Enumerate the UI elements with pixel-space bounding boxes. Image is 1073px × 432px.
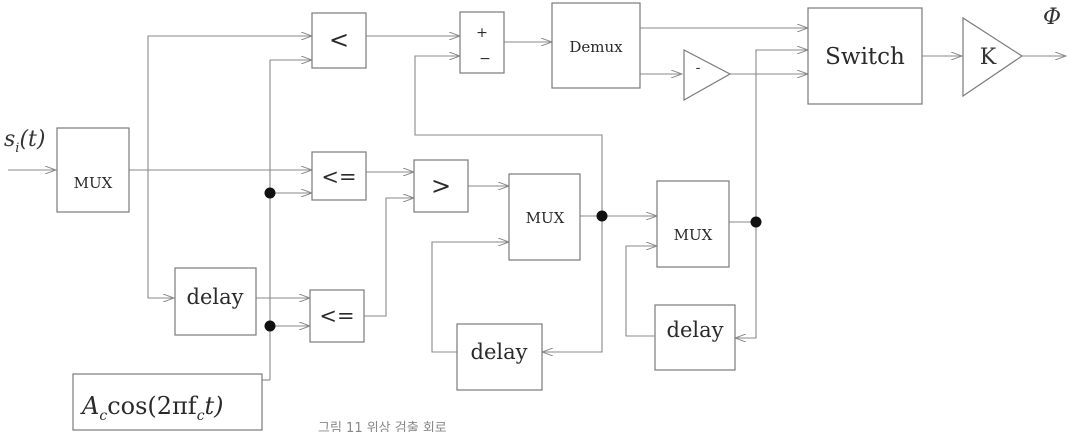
demux-block: Demux (551, 2, 641, 89)
carrier-cos: cos(2πf (107, 392, 199, 420)
le2-comparator-block: <= (309, 289, 365, 343)
gain-k-label: K (980, 45, 997, 70)
delay2-block: delay (456, 323, 543, 391)
wire-mux1-to-delay1 (147, 170, 174, 298)
le1-label: <= (321, 165, 356, 189)
junction-dot (264, 187, 276, 199)
carrier-a-sub: c (99, 408, 107, 424)
junction-dot (750, 216, 762, 228)
carrier-source-block: Accos(2πfct) (72, 373, 263, 431)
delay2-label: delay (471, 340, 528, 364)
carrier-a: A (80, 392, 99, 420)
amp-sign-label: - (696, 60, 701, 76)
mux3-label: MUX (674, 226, 713, 244)
input-sub: i (15, 141, 19, 156)
mux1-block: MUX (56, 127, 130, 213)
le1-comparator-block: <= (311, 151, 367, 201)
delay1-block: delay (174, 267, 257, 336)
mux2-block: MUX (508, 173, 581, 261)
input-arg: (t) (19, 127, 45, 152)
wire-mux2-to-delay2 (542, 216, 603, 352)
wire-delay2-to-mux2 (431, 242, 509, 353)
output-phi-label: Φ (1043, 5, 1061, 30)
mux2-label: MUX (526, 209, 565, 227)
delay3-block: delay (654, 304, 736, 371)
delay1-label: delay (187, 285, 244, 309)
demux-label: Demux (569, 38, 623, 56)
wire-mux3-to-switch (755, 50, 808, 222)
le2-label: <= (319, 304, 354, 328)
gt-comparator-block: > (413, 159, 469, 213)
lt-label: < (329, 26, 349, 54)
figure-caption: 그림 11 위상 검출 회로 (318, 421, 447, 432)
switch-block: Switch (807, 7, 923, 105)
input-signal-label: si(t) (4, 127, 45, 156)
mux3-block: MUX (656, 180, 730, 268)
wire-mux1-to-lt (129, 36, 312, 171)
gt-label: > (431, 172, 451, 200)
sum-plus-label: + (476, 25, 488, 41)
sum-minus-label: − (479, 51, 491, 67)
wire-delay3-to-mux3 (625, 246, 657, 337)
input-base: s (4, 127, 15, 152)
wire-mux2-to-sum-minus (414, 56, 603, 216)
carrier-label: Accos(2πfct) (80, 392, 224, 424)
carrier-f-sub: c (197, 408, 205, 424)
lt-comparator-block: < (311, 12, 367, 69)
delay3-label: delay (667, 318, 724, 342)
inverter-amplifier: - (683, 49, 732, 102)
gain-k-block: K (962, 16, 1024, 98)
wire-le2-to-gt (364, 198, 414, 317)
summer-block: + − (459, 11, 505, 74)
switch-label: Switch (825, 44, 905, 70)
wire-mux3-to-delay3 (735, 222, 757, 338)
junction-dot (264, 320, 276, 332)
junction-dot (596, 210, 608, 222)
mux1-label: MUX (74, 174, 113, 192)
carrier-end: t) (205, 392, 224, 420)
